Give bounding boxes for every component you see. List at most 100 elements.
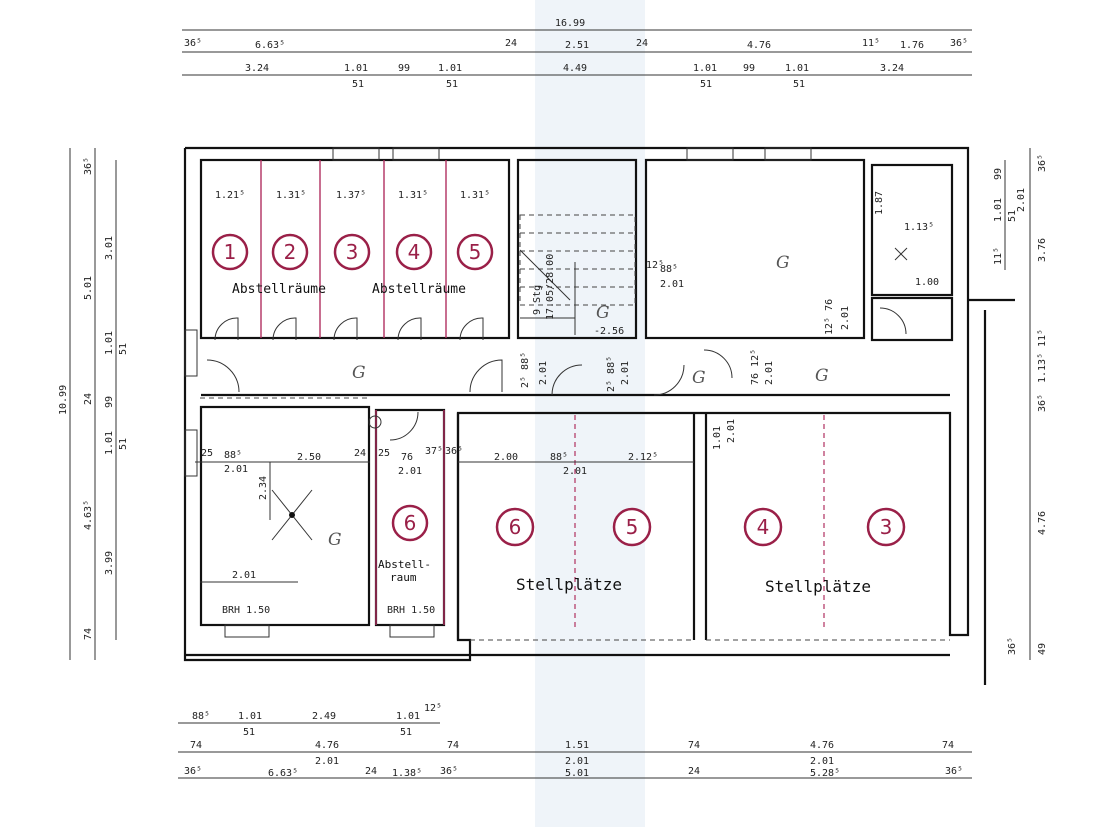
unit-marker-ring [866,507,906,547]
g-mark: G [776,253,790,273]
dim-top: 2.51 [565,40,589,51]
stair-dim: 2⁵ 88⁵ [606,356,617,392]
dim-left: 1.01 [104,331,115,355]
room-dim: 88⁵ [550,452,568,463]
dim-top: 3.24 [880,63,904,74]
storage-width: 1.37⁵ [336,190,366,201]
storage-rooms: 1.21⁵ 1.31⁵ 1.37⁵ 1.31⁵ 1.31⁵ 1 2 3 4 5 … [211,190,494,297]
dim-left: 1.01 [104,431,115,455]
storage-number: 3 [346,240,359,264]
room-dim: 2.00 [494,452,518,463]
room-dim: 1.00 [915,277,939,288]
dim-left: 51 [118,438,129,450]
parking-area-b: 1.01 2.01 4 3 Stellplätze [712,419,906,596]
dim-top: 99 [743,63,755,74]
dim-bottom: 74 [688,740,700,751]
dim-left: 24 [83,393,94,405]
room-dim: 88⁵ [224,450,242,461]
unit-marker-ring [495,507,535,547]
dim-bottom: 1.38⁵ [392,768,422,779]
room-dim: 24 [354,448,366,459]
dim-total-width: 16.99 [555,18,585,29]
storage-number: 1 [224,240,237,264]
dim-bottom: 5.28⁵ [810,768,840,779]
g-mark: G [815,366,829,386]
dim-bottom: 74 [190,740,202,751]
dim-bottom: 5.01 [565,768,589,779]
storage-number: 6 [404,511,417,535]
dim-top: 11⁵ [862,38,880,49]
room-dim: 1.13⁵ [904,222,934,233]
parking-number: 6 [509,515,522,539]
room-dim: 36⁵ [445,446,463,457]
room-dim: 2.12⁵ [628,452,658,463]
room-dim: 76 12⁵ [750,349,761,385]
unit-marker-ring [612,507,652,547]
dim-top: 1.01 [438,63,462,74]
unit-marker-ring [211,233,249,271]
storage-width: 1.31⁵ [276,190,306,201]
storage-number: 4 [408,240,421,264]
storage-label: Abstellräume [372,282,466,297]
dim-right: 4.76 [1037,511,1048,535]
unit-marker-ring [333,233,371,271]
room-dim: 2.01 [840,306,851,330]
dim-right: 1.01 [993,198,1004,222]
stair-dim: 2.01 [660,279,684,290]
dim-total-height: 10.99 [58,385,69,415]
dim-bottom: 2.01 [565,756,589,767]
dim-top: 99 [398,63,410,74]
dim-bottom: 2.49 [312,711,336,722]
storage-width: 1.21⁵ [215,190,245,201]
dim-right: 36⁵ [1007,637,1018,655]
dim-bottom: 2.01 [810,756,834,767]
dim-right: 1.13⁵ [1037,353,1048,383]
dim-left: 99 [104,396,115,408]
room-dim: 25 [201,448,213,459]
dim-bottom: 12⁵ [424,703,442,714]
stair-level: -2.56 [594,326,624,337]
dim-bottom: 51 [243,727,255,738]
parking-number: 5 [626,515,639,539]
dim-left: 4.63⁵ [83,500,94,530]
room-dim: 25 [378,448,390,459]
dim-bottom: 36⁵ [184,766,202,777]
dim-bottom: 51 [400,727,412,738]
dim-bottom: 88⁵ [192,711,210,722]
unit-marker-ring [395,233,433,271]
dim-top: 1.01 [785,63,809,74]
fixture-icon [368,247,908,429]
dim-bottom: 36⁵ [440,766,458,777]
g-mark: G [596,303,610,323]
dim-top: 51 [446,79,458,90]
parking-number: 4 [757,515,770,539]
stair-dim: 88⁵ [660,264,678,275]
room-dim: 1.87 [874,191,885,215]
ceiling-light-icon [271,489,313,541]
parking-area-a: 2.00 88⁵ 2.12⁵ 2.01 6 5 Stellplätze [458,452,694,594]
room-dim: 37⁵ [425,446,443,457]
room-dim: 2.01 [726,419,737,443]
windows [184,147,812,638]
dim-right: 36⁵ [1037,154,1048,172]
stair-dim: 2.01 [538,361,549,385]
dim-top: 6.63⁵ [255,40,285,51]
dim-left: 74 [83,628,94,640]
storage-label: Abstell- [378,558,431,571]
room-dim: 2.01 [232,570,256,581]
dim-top: 1.01 [693,63,717,74]
dim-top: 4.76 [747,40,771,51]
parking-number: 3 [880,515,893,539]
g-markers: G G G G G G [328,253,829,550]
dim-top: 51 [352,79,364,90]
storage-width: 1.31⁵ [398,190,428,201]
dim-top: 1.76 [900,40,924,51]
dim-right: 99 [993,168,1004,180]
dim-right: 11⁵ [1037,329,1048,347]
dim-top: 3.24 [245,63,269,74]
dim-bottom: 1.01 [396,711,420,722]
room-dim: 1.01 [712,426,723,450]
dims-top: 16.99 36⁵ 6.63⁵ 24 2.51 24 4.76 11⁵ 1.76… [182,18,972,90]
unit-marker-ring [456,233,494,271]
